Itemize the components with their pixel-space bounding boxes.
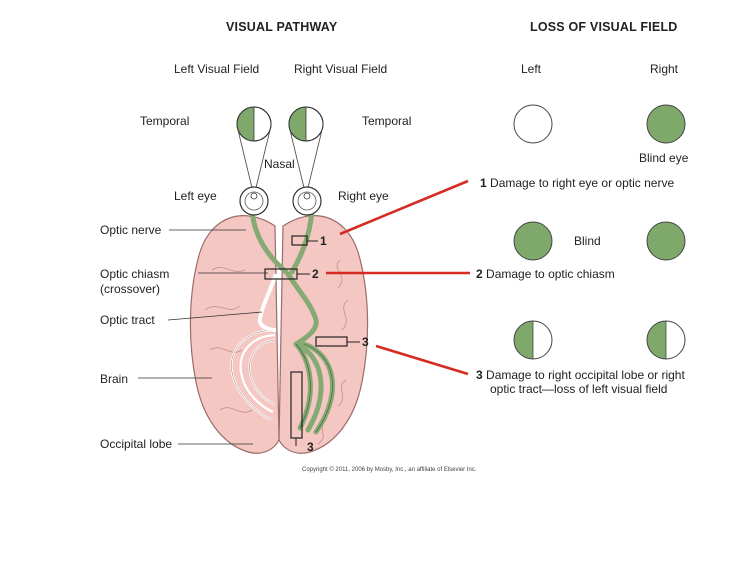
lesion-ticks bbox=[295, 240, 360, 446]
damage-3-text: Damage to right occipital lobe or right bbox=[486, 368, 685, 382]
damage-1-description: 1 Damage to right eye or optic nerve bbox=[480, 176, 674, 190]
loss-column-right-label: Right bbox=[650, 62, 679, 76]
blind-label: Blind bbox=[574, 234, 601, 248]
damage-1-text: Damage to right eye or optic nerve bbox=[490, 176, 675, 190]
optic-tract-label: Optic tract bbox=[100, 313, 155, 327]
damage-3-number: 3 bbox=[476, 368, 483, 382]
damage-3-text-line2: optic tract—loss of left visual field bbox=[490, 382, 668, 396]
visual-pathway-heading: VISUAL PATHWAY bbox=[226, 20, 338, 34]
blind-eye-label: Blind eye bbox=[639, 151, 689, 165]
label-leaders bbox=[138, 229, 268, 445]
loss-field-2-left bbox=[513, 221, 553, 261]
left-eye bbox=[239, 186, 269, 216]
sight-lines bbox=[237, 129, 323, 197]
right-visual-field-circle bbox=[288, 106, 324, 142]
optic-chiasm-label: Optic chiasm bbox=[100, 267, 170, 281]
loss-column-left-label: Left bbox=[521, 62, 542, 76]
loss-of-visual-field-heading: LOSS OF VISUAL FIELD bbox=[530, 20, 678, 34]
lesion-marker-3a: 3 bbox=[362, 335, 369, 349]
right-eye bbox=[292, 186, 322, 216]
left-visual-field-label: Left Visual Field bbox=[174, 62, 260, 76]
loss-field-1-left bbox=[513, 104, 553, 144]
loss-field-1-right bbox=[646, 104, 686, 144]
damage-3-description: 3 Damage to right occipital lobe or righ… bbox=[476, 368, 685, 382]
damage-2-text: Damage to optic chiasm bbox=[486, 267, 615, 281]
nasal-label: Nasal bbox=[264, 157, 295, 171]
damage-2-description: 2 Damage to optic chiasm bbox=[476, 267, 615, 281]
crossover-label: (crossover) bbox=[100, 282, 161, 296]
temporal-left-label: Temporal bbox=[140, 114, 190, 128]
copyright-notice: Copyright © 2011, 2006 by Mosby, Inc., a… bbox=[302, 467, 477, 473]
brain-illustration bbox=[189, 207, 369, 454]
damage-2-number: 2 bbox=[476, 267, 483, 281]
left-visual-field-circle bbox=[236, 106, 272, 142]
damage-arrows bbox=[326, 179, 470, 376]
temporal-right-label: Temporal bbox=[362, 114, 412, 128]
loss-field-3-right bbox=[646, 320, 686, 360]
loss-field-3-left bbox=[513, 320, 553, 360]
lesion-marker-1: 1 bbox=[320, 234, 327, 248]
lesion-marker-3b: 3 bbox=[307, 440, 314, 454]
occipital-lobe-label: Occipital lobe bbox=[100, 437, 173, 451]
loss-field-2-right bbox=[646, 221, 686, 261]
left-eye-label: Left eye bbox=[174, 189, 217, 203]
optic-nerve-label: Optic nerve bbox=[100, 223, 162, 237]
right-eye-label: Right eye bbox=[338, 189, 389, 203]
brain-label: Brain bbox=[100, 372, 129, 386]
damage-1-number: 1 bbox=[480, 176, 487, 190]
right-visual-field-label: Right Visual Field bbox=[294, 62, 388, 76]
lesion-marker-2: 2 bbox=[312, 267, 319, 281]
